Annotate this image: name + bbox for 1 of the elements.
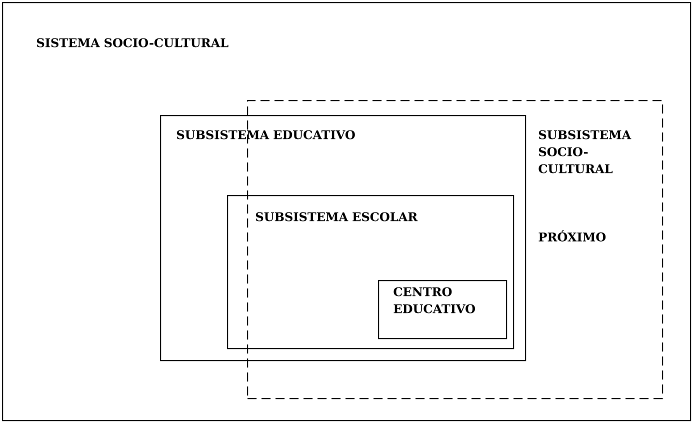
nested-box: CENTRO EDUCATIVO [378,280,508,340]
